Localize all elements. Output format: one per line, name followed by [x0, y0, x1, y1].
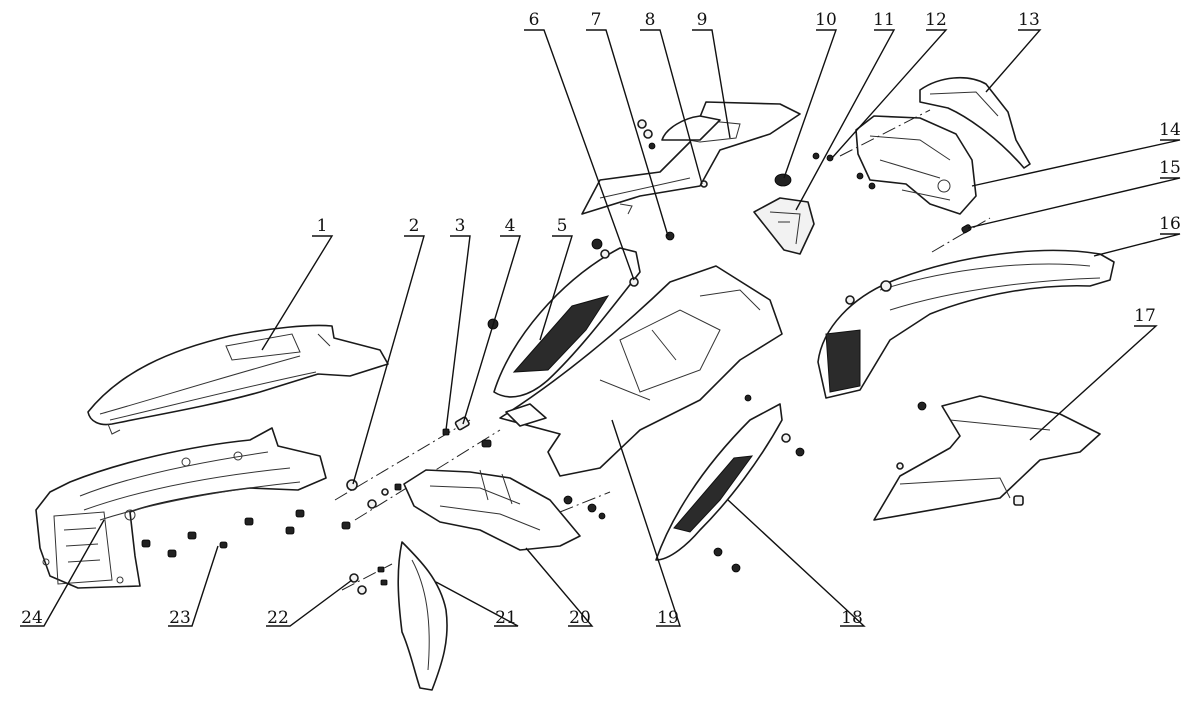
leader-14 [971, 139, 1181, 187]
part-17-fender-plate [873, 395, 1101, 521]
leader-22 [266, 579, 353, 627]
leader-3 [445, 235, 471, 431]
callout-12: 12 [925, 10, 947, 30]
leader-19 [611, 419, 681, 627]
callout-labels: 1 2 3 4 5 6 7 8 9 10 11 12 13 14 15 16 1… [21, 10, 1181, 628]
callout-18: 18 [841, 608, 863, 628]
callout-4: 4 [505, 216, 516, 236]
leader-24 [20, 519, 105, 627]
callout-10: 10 [815, 10, 837, 30]
part-15-screw [931, 217, 991, 253]
leader-2 [352, 235, 425, 485]
callout-17: 17 [1134, 306, 1156, 326]
callout-15: 15 [1159, 158, 1181, 178]
callout-22: 22 [267, 608, 289, 628]
leader-6 [524, 29, 635, 281]
callout-2: 2 [409, 216, 420, 236]
callout-23: 23 [169, 608, 191, 628]
leader-20 [525, 547, 594, 627]
leader-23 [168, 545, 219, 627]
part-24-rear-carrier-frame [35, 427, 327, 589]
leader-18 [727, 499, 866, 627]
callout-24: 24 [21, 608, 43, 628]
part-23-fasteners [141, 509, 351, 558]
leader-8 [640, 29, 703, 185]
callout-1: 1 [317, 216, 328, 236]
part-11-front-bracket [753, 173, 815, 255]
leader-11 [795, 29, 896, 211]
part-20-lower-side-cover [403, 469, 611, 551]
callout-5: 5 [557, 216, 568, 236]
leader-21 [435, 581, 519, 627]
leader-lines [20, 29, 1181, 627]
parts-2-3-4-fasteners [334, 416, 501, 521]
part-5-left-side-panel [487, 238, 641, 398]
part-14-headlight-unit [812, 109, 977, 215]
part-9-upper-panel [581, 101, 801, 287]
callout-21: 21 [495, 608, 517, 628]
callout-11: 11 [873, 10, 895, 30]
leader-16 [1093, 233, 1181, 257]
part-19-floor-panel [499, 265, 783, 477]
part-21-mudflap [397, 541, 448, 691]
leader-12 [831, 29, 948, 159]
leader-15 [967, 177, 1181, 229]
leader-9 [692, 29, 731, 139]
callout-3: 3 [455, 216, 466, 236]
callout-7: 7 [591, 10, 602, 30]
part-18-right-side-panel [655, 394, 805, 573]
callout-8: 8 [645, 10, 656, 30]
leader-13 [985, 29, 1042, 93]
callout-14: 14 [1159, 120, 1181, 140]
part-22-nuts [341, 563, 393, 595]
callout-19: 19 [657, 608, 679, 628]
callout-13: 13 [1018, 10, 1040, 30]
part-1-rear-seat-cowl [87, 324, 389, 435]
leader-17 [1029, 325, 1158, 441]
leader-5 [539, 235, 573, 341]
leader-4 [462, 235, 521, 425]
callout-6: 6 [529, 10, 540, 30]
part-13-headlight-cover [919, 76, 1031, 169]
leader-10 [783, 29, 837, 179]
callout-20: 20 [569, 608, 591, 628]
part-16-front-fender [817, 249, 1115, 399]
callout-16: 16 [1159, 214, 1181, 234]
leader-1 [261, 235, 334, 351]
callout-9: 9 [697, 10, 708, 30]
leader-7 [586, 29, 669, 237]
